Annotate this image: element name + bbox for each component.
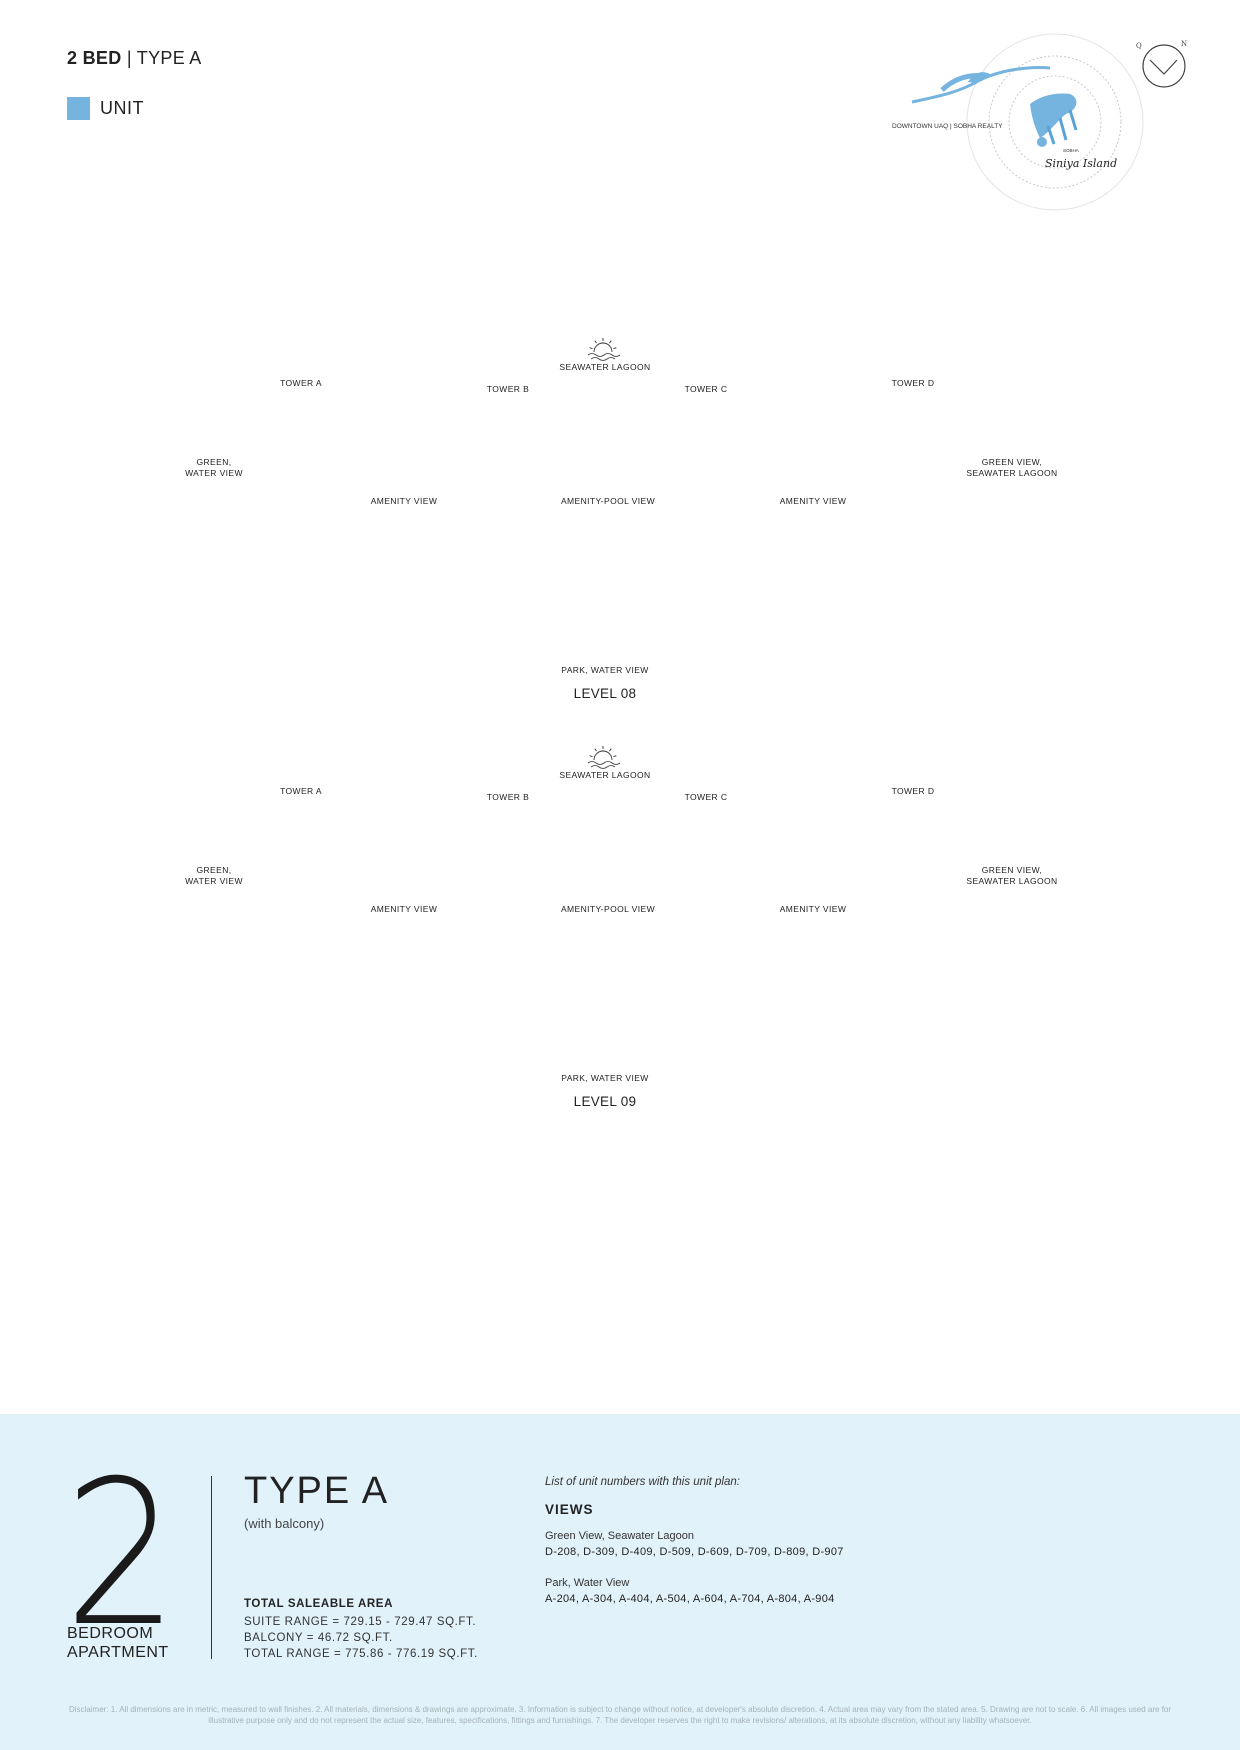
bed-count: 2 BED (67, 48, 122, 68)
lagoon-icon (587, 746, 621, 769)
view-group-label: Park, Water View (545, 1577, 630, 1589)
compass-letter-q: Q (1136, 42, 1142, 50)
amenity-pool-label: AMENITY-POOL VIEW (560, 496, 656, 506)
view-group-units: D-208, D-309, D-409, D-509, D-609, D-709… (545, 1546, 844, 1558)
legend-label: UNIT (100, 98, 144, 118)
level-label: LEVEL 09 (573, 1094, 637, 1109)
view-group-label: Green View, Seawater Lagoon (545, 1530, 695, 1542)
left-view-label: GREEN, (196, 865, 232, 875)
right-view-label: GREEN VIEW, (981, 865, 1043, 875)
key-map-caption: DOWNTOWN UAQ | SOBHA REALTY (892, 123, 1003, 130)
tower-b-label: TOWER B (486, 792, 530, 802)
type-subtitle: (with balcony) (244, 1516, 325, 1531)
park-water-label: PARK, WATER VIEW (561, 1073, 649, 1083)
legend-swatch (67, 97, 90, 120)
amenity-pool-label: AMENITY-POOL VIEW (560, 904, 656, 914)
bedroom-line-1: BEDROOM (67, 1625, 154, 1642)
amenity-view-label: AMENITY VIEW (779, 904, 847, 914)
total-range: TOTAL RANGE = 775.86 - 776.19 SQ.FT. (244, 1648, 478, 1660)
compass-icon (1142, 44, 1186, 88)
lagoon-icon (587, 338, 621, 361)
level-plan: XX10XX09XX08XX07XX06XX11XX12XX13XX14XX01… (0, 408, 1240, 1109)
level-drawing: XX11XX12XX10XX09XX08XX07XX06XX13XX14XX15… (587, 338, 621, 361)
key-map: DOWNTOWN UAQ | SOBHA REALTY SOBHA Siniya… (892, 33, 1187, 211)
area-heading: TOTAL SALEABLE AREA (244, 1598, 393, 1610)
balcony-area: BALCONY = 46.72 SQ.FT. (244, 1632, 393, 1644)
summary-panel (0, 1414, 1240, 1750)
tower-a-label: TOWER A (280, 786, 322, 796)
amenity-view-label: AMENITY VIEW (370, 496, 438, 506)
views-heading: VIEWS (545, 1502, 594, 1517)
seawater-lagoon-label: SEAWATER LAGOON (559, 362, 651, 372)
right-view-label: SEAWATER LAGOON (966, 876, 1058, 886)
tower-c-label: TOWER C (684, 384, 728, 394)
tower-b-label: TOWER B (486, 384, 530, 394)
divider (211, 1476, 212, 1659)
park-water-label: PARK, WATER VIEW (561, 665, 649, 675)
plan-title: 2 BED | TYPE A (67, 48, 202, 69)
level-drawing: XX10XX09XX08XX07XX06XX11XX12XX13XX14XX01… (587, 746, 621, 769)
view-group-units: A-204, A-304, A-404, A-504, A-604, A-704… (545, 1593, 835, 1605)
tower-a-label: TOWER A (280, 378, 322, 388)
brand-logo: Siniya Island (1045, 157, 1117, 170)
bedroom-label: BEDROOM APARTMENT (67, 1624, 169, 1662)
level-plan: XX11XX12XX10XX09XX08XX07XX06XX13XX14XX15… (0, 0, 1240, 701)
left-view-label: GREEN, (196, 457, 232, 467)
bedroom-count: 2 (64, 1438, 179, 1671)
unit-list-heading: List of unit numbers with this unit plan… (545, 1476, 740, 1488)
brand-small: SOBHA (1063, 148, 1079, 153)
right-view-label: SEAWATER LAGOON (966, 468, 1058, 478)
tower-d-label: TOWER D (891, 786, 935, 796)
title-separator: | (121, 48, 137, 68)
level-label: LEVEL 08 (573, 686, 637, 701)
tower-d-label: TOWER D (891, 378, 935, 388)
disclaimer: Disclaimer: 1. All dimensions are in met… (68, 1705, 1172, 1725)
suite-range: SUITE RANGE = 729.15 - 729.47 SQ.FT. (244, 1616, 477, 1628)
compass-letter-n: N (1181, 40, 1187, 48)
amenity-view-label: AMENITY VIEW (370, 904, 438, 914)
unit-type: TYPE A (136, 48, 202, 68)
right-view-label: GREEN VIEW, (981, 457, 1043, 467)
left-view-label: WATER VIEW (185, 876, 243, 886)
seawater-lagoon-label: SEAWATER LAGOON (559, 770, 651, 780)
type-title: TYPE A (244, 1470, 390, 1512)
tower-c-label: TOWER C (684, 792, 728, 802)
left-view-label: WATER VIEW (185, 468, 243, 478)
amenity-view-label: AMENITY VIEW (779, 496, 847, 506)
bedroom-line-2: APARTMENT (67, 1644, 169, 1661)
